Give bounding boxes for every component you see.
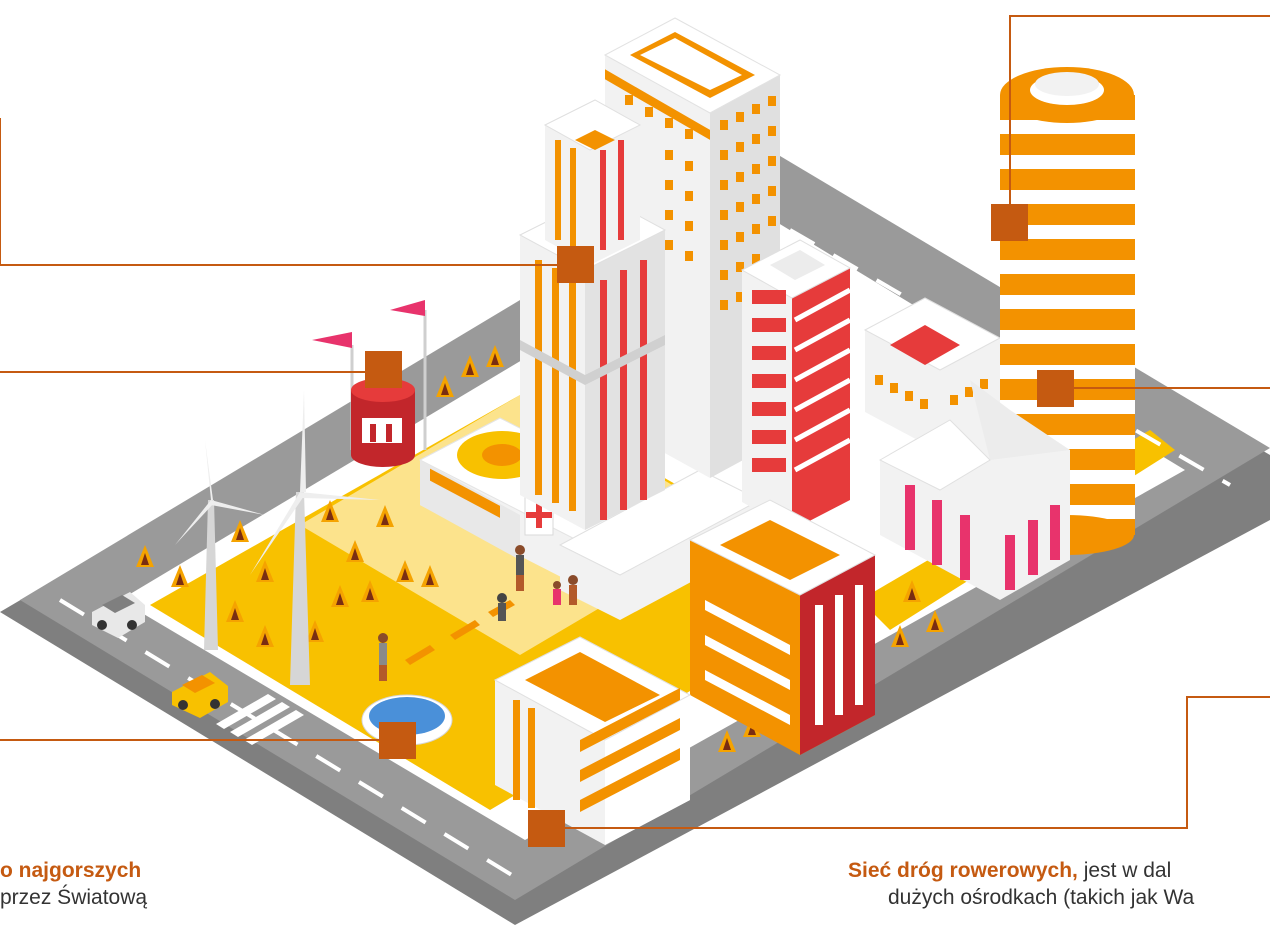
car-icon (172, 672, 228, 718)
red-window-building (740, 239, 852, 530)
tree-icon (136, 545, 154, 567)
wind-turbine-icon (175, 440, 265, 650)
tree-icon (331, 585, 349, 607)
pavilion (312, 300, 427, 467)
tree-icon (306, 620, 324, 642)
tree-icon (376, 505, 394, 527)
tree-icon (396, 560, 414, 582)
crosswalk (216, 694, 304, 745)
caption-right-bold: Sieć dróg rowerowych, (848, 859, 1078, 882)
callout-markers (365, 204, 1074, 847)
tree-icon (891, 625, 909, 647)
caption-right: Sieć dróg rowerowych, jest w dal dużych … (848, 857, 1194, 911)
callouts (0, 15, 1270, 829)
marker-4 (1037, 370, 1074, 407)
tree-icon (256, 625, 274, 647)
flag-icon (390, 300, 425, 316)
marker-6 (528, 810, 565, 847)
person-icon (378, 633, 388, 681)
person-icon (497, 593, 507, 621)
tree-icon (421, 565, 439, 587)
tree-icon (256, 560, 274, 582)
marker-2 (365, 351, 402, 388)
callout-line-6 (547, 696, 1270, 829)
bench-icon (405, 645, 435, 665)
person-icon (553, 581, 561, 605)
bench-icon (450, 620, 480, 640)
person-icon (515, 545, 525, 591)
caption-right-line2: dużych ośrodkach (takich jak Wa (888, 886, 1195, 909)
car-icon (92, 592, 145, 638)
tree-icon (321, 500, 339, 522)
marker-5 (379, 722, 416, 759)
tree-icon (903, 580, 921, 602)
tree-icon (226, 600, 244, 622)
people (378, 545, 578, 681)
stepped-striped-building (518, 99, 667, 530)
tree-icon (926, 610, 944, 632)
caption-left-line2: przez Światową (0, 886, 148, 909)
callout-line-3 (1009, 15, 1270, 222)
marker-1 (557, 246, 594, 283)
front-building (493, 636, 692, 845)
person-icon (568, 575, 578, 605)
tree-icon (461, 355, 479, 377)
tree-icon (171, 565, 189, 587)
caption-left-bold: o najgorszych (0, 859, 142, 882)
wind-turbine-icon (250, 390, 380, 685)
tree-icon (486, 345, 504, 367)
caption-left: o najgorszych przez Światową (0, 857, 147, 911)
marker-3 (991, 204, 1028, 241)
round-striped-tower (1000, 67, 1135, 555)
caption-right-rest: jest w dal (1077, 859, 1172, 882)
tree-icon (346, 540, 364, 562)
tree-icon (718, 730, 736, 752)
tree-icon (231, 520, 249, 542)
park-trees (136, 345, 944, 752)
flag-icon (312, 332, 352, 348)
gabled-building (878, 380, 1070, 600)
tree-icon (361, 580, 379, 602)
orange-red-building (688, 499, 877, 755)
callout-line-1 (0, 118, 575, 266)
tree-icon (436, 375, 454, 397)
